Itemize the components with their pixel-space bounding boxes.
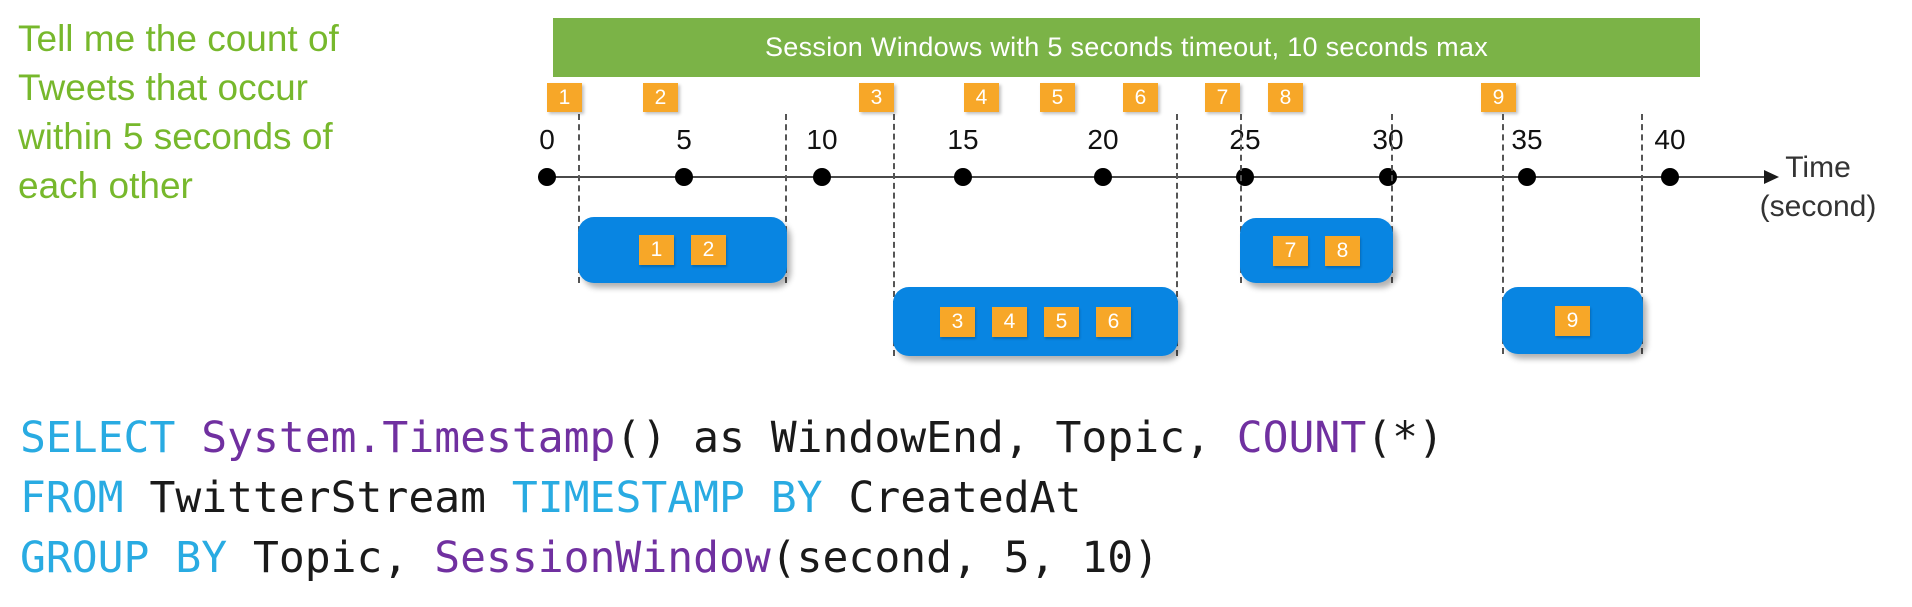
event-marker: 7 (1205, 83, 1240, 112)
time-axis-label-seconds: (second) (1759, 190, 1877, 223)
session-boundary-dashed-line (578, 114, 580, 283)
banner-label: Session Windows with 5 seconds timeout, … (764, 32, 1489, 62)
event-marker: 5 (1040, 83, 1075, 112)
tick-label: 0 (539, 124, 555, 155)
time-axis (538, 176, 1768, 178)
query-description: Tell me the count of Tweets that occur w… (18, 18, 339, 206)
session-window-4: 9 (1502, 287, 1643, 354)
session-boundary-dashed-line (1641, 114, 1643, 354)
event-chip: 3 (940, 306, 975, 337)
code-token-plain: TwitterStream (149, 473, 512, 523)
code-token-plain: () as WindowEnd, Topic, (615, 413, 1237, 463)
session-boundary-dashed-line (1502, 114, 1504, 354)
timeline-dot (954, 168, 972, 186)
code-token-plain: Topic, (253, 533, 435, 583)
code-token-function: SessionWindow (434, 533, 771, 583)
code-token-keyword: SELECT (20, 413, 202, 463)
time-axis-label: Time (second) (1752, 148, 1884, 226)
timeline-dot (1518, 168, 1536, 186)
event-chip: 4 (992, 306, 1027, 337)
session-boundary-dashed-line (893, 114, 895, 356)
time-axis-label-unit: Time (1785, 151, 1851, 184)
tick-label: 5 (676, 124, 692, 155)
event-marker: 6 (1123, 83, 1158, 112)
timeline-dot (1661, 168, 1679, 186)
sql-query: SELECT System.Timestamp() as WindowEnd, … (20, 408, 1444, 588)
event-chip: 8 (1325, 235, 1360, 266)
tick-label: 25 (1229, 124, 1261, 155)
timeline-dot (1094, 168, 1112, 186)
timeline-dot (813, 168, 831, 186)
code-token-keyword: GROUP BY (20, 533, 253, 583)
tick-label: 20 (1087, 124, 1119, 155)
event-chip: 7 (1273, 235, 1308, 266)
event-chip: 5 (1044, 306, 1079, 337)
session-boundary-dashed-line (1240, 114, 1242, 283)
code-token-plain: CreatedAt (848, 473, 1082, 523)
code-token-function: COUNT (1236, 413, 1367, 463)
event-chip: 2 (691, 235, 726, 265)
timeline-dot (1236, 168, 1254, 186)
tick-label: 40 (1654, 124, 1686, 155)
code-token-keyword: FROM (20, 473, 150, 523)
session-window-banner: Session Windows with 5 seconds timeout, … (553, 18, 1700, 77)
timeline-dot (538, 168, 556, 186)
session-boundary-dashed-line (785, 114, 787, 283)
code-line: SELECT System.Timestamp() as WindowEnd, … (20, 408, 1444, 468)
tick-label: 30 (1372, 124, 1404, 155)
event-marker: 3 (859, 83, 894, 112)
event-chip: 9 (1555, 305, 1590, 336)
code-line: FROM TwitterStream TIMESTAMP BY CreatedA… (20, 468, 1444, 528)
code-line: GROUP BY Topic, SessionWindow(second, 5,… (20, 528, 1444, 588)
time-axis-arrowhead-icon (1764, 170, 1779, 184)
session-boundary-dashed-line (1176, 114, 1178, 356)
code-token-plain: (*) (1366, 413, 1444, 463)
event-marker: 1 (547, 83, 582, 112)
tick-label: 10 (806, 124, 838, 155)
session-boundary-dashed-line (1391, 114, 1393, 283)
code-token-keyword: TIMESTAMP BY (511, 473, 849, 523)
timeline-dot (675, 168, 693, 186)
event-chip: 1 (639, 235, 674, 265)
event-marker: 4 (964, 83, 999, 112)
tick-label: 35 (1511, 124, 1543, 155)
event-chip: 6 (1096, 306, 1131, 337)
code-token-plain: (second, 5, 10) (770, 533, 1160, 583)
event-marker: 2 (643, 83, 678, 112)
tick-label: 15 (947, 124, 979, 155)
timeline-dot (1379, 168, 1397, 186)
code-token-function: System.Timestamp (201, 413, 616, 463)
event-marker: 8 (1268, 83, 1303, 112)
event-marker: 9 (1481, 83, 1516, 112)
